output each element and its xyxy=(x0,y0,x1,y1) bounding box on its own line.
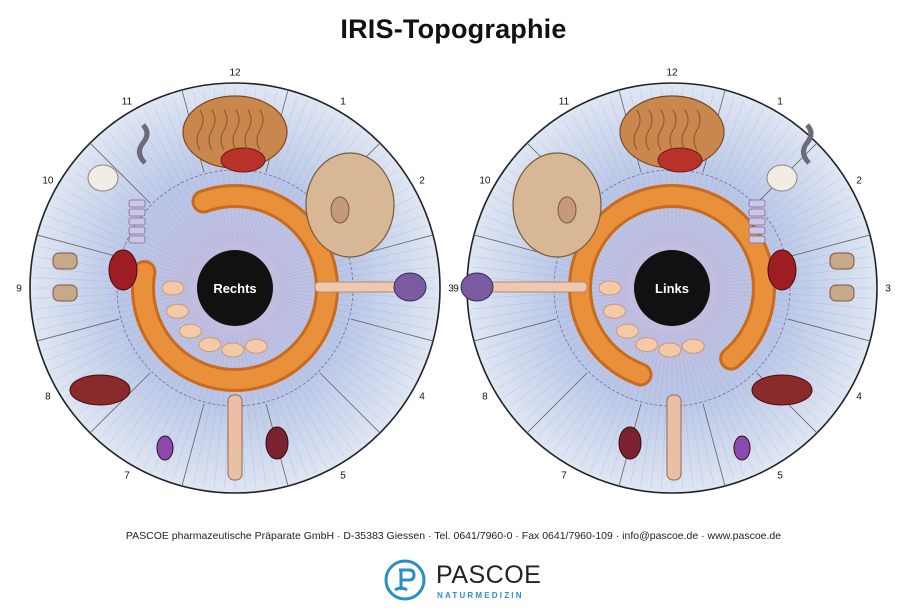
intestine-illustration xyxy=(161,280,268,358)
liver-illustration xyxy=(751,374,813,406)
clock-number: 6 xyxy=(232,500,238,501)
heart-illustration xyxy=(108,249,138,291)
clock-number: 6 xyxy=(669,500,675,501)
footer-contact: PASCOE pharmazeutische Präparate GmbH · … xyxy=(125,530,782,542)
brain-illustration xyxy=(619,95,725,173)
skull-illustration xyxy=(766,164,798,192)
clock-number: 11 xyxy=(559,96,570,107)
clock-number: 3 xyxy=(885,284,891,295)
clock-number: 9 xyxy=(16,284,22,295)
clock-number: 10 xyxy=(479,176,491,187)
clock-number: 1 xyxy=(777,96,783,107)
pupil xyxy=(634,250,710,326)
clock-number: 4 xyxy=(419,392,425,403)
ear-illustration xyxy=(801,123,814,165)
clock-number: 2 xyxy=(419,176,425,187)
pupil-label: Links xyxy=(655,281,689,296)
liver-illustration xyxy=(69,374,131,406)
pascoe-emblem-icon xyxy=(384,559,426,601)
limb-illustration xyxy=(227,394,243,481)
page-title: IRIS-Topographie xyxy=(340,14,567,44)
iris-chart-left: 121234567891011Links xyxy=(452,60,892,501)
thyroid-illustration xyxy=(393,272,427,302)
pupil-label: Rechts xyxy=(213,281,256,296)
ear-illustration xyxy=(137,123,150,165)
spine-illustration xyxy=(128,199,146,244)
kidney-illustration xyxy=(156,426,289,461)
brain-illustration xyxy=(182,95,288,173)
lung-illustration xyxy=(829,252,855,302)
colon-illustration xyxy=(568,183,776,387)
iris-svg: 121234567891011Rechts xyxy=(16,68,454,501)
iris-svg: 121234567891011Links xyxy=(453,68,891,501)
spine-illustration xyxy=(748,199,766,244)
iris-chart-right: 121234567891011Rechts xyxy=(15,60,455,501)
clock-number: 10 xyxy=(42,176,54,187)
logo-brand: PASCOE xyxy=(436,561,542,589)
skull-illustration xyxy=(87,164,119,192)
colon-illustration xyxy=(131,183,339,393)
head-illustration xyxy=(512,152,602,258)
clock-number: 2 xyxy=(856,176,862,187)
head-illustration xyxy=(305,152,395,258)
clock-number: 3 xyxy=(448,284,454,295)
pascoe-logo xyxy=(383,558,543,602)
clock-number: 4 xyxy=(856,392,862,403)
clock-number: 12 xyxy=(229,68,241,79)
lung-illustration xyxy=(52,252,78,302)
clock-number: 7 xyxy=(561,471,567,482)
clock-number: 5 xyxy=(777,471,783,482)
clock-number: 12 xyxy=(666,68,678,79)
clock-number: 8 xyxy=(45,392,51,403)
trachea-illustration xyxy=(486,281,588,293)
clock-number: 9 xyxy=(453,284,459,295)
clock-number: 7 xyxy=(124,471,130,482)
clock-number: 1 xyxy=(340,96,346,107)
heart-illustration xyxy=(767,249,797,291)
kidney-illustration xyxy=(618,426,751,461)
clock-number: 8 xyxy=(482,392,488,403)
clock-number: 11 xyxy=(122,96,133,107)
thyroid-illustration xyxy=(460,272,494,302)
logo-tagline: NATURMEDIZIN xyxy=(437,591,524,600)
intestine-illustration xyxy=(598,280,705,358)
clock-number: 5 xyxy=(340,471,346,482)
limb-illustration xyxy=(666,394,682,481)
pupil xyxy=(197,250,273,326)
